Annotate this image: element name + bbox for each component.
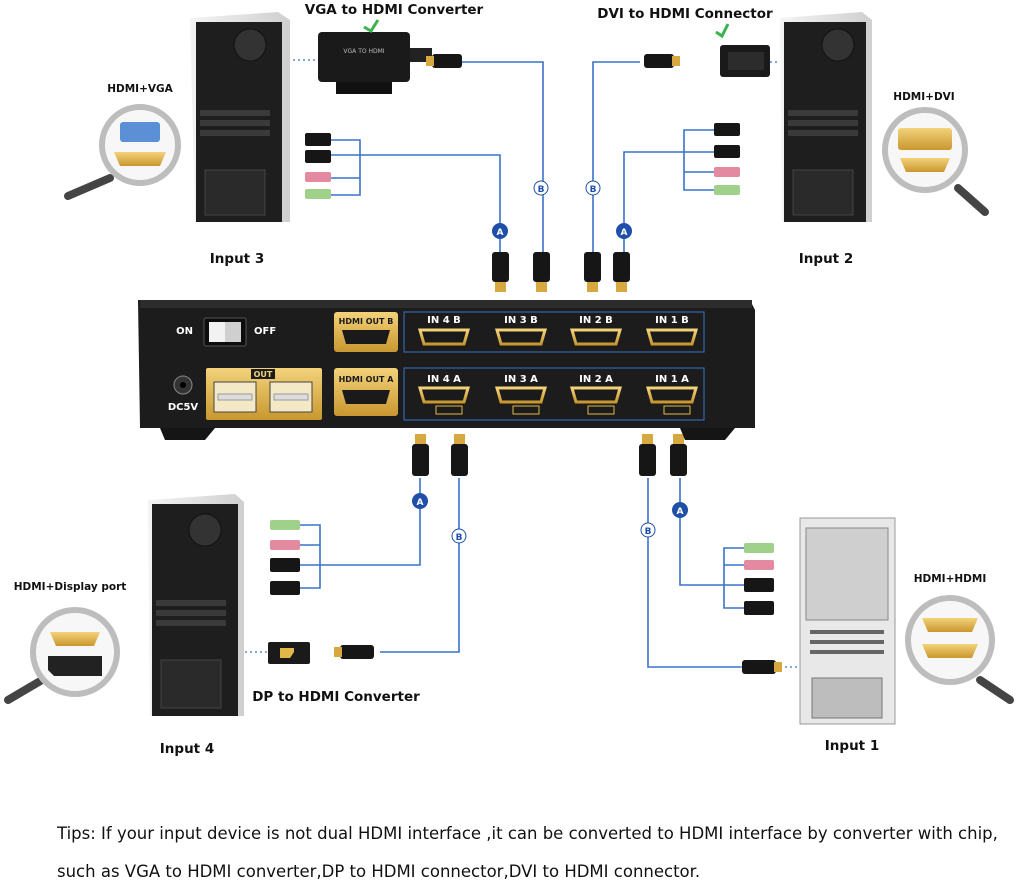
cable-input3-a (360, 154, 501, 258)
pc-tower-input4 (148, 494, 244, 716)
hdmi-dp-label: HDMI+Display port (14, 581, 127, 593)
hdmi-plug-icon (613, 252, 630, 292)
cable-input1-b (647, 478, 740, 668)
dvi-connector-label: DVI to HDMI Connector (597, 6, 773, 22)
kvm-switch: ON OFF DC5V OUT HDMI OUT B HDMI (138, 300, 755, 440)
in4b-label: IN 4 B (427, 315, 461, 326)
vga-to-hdmi-converter: VGA TO HDMI (318, 32, 432, 94)
hdmi-dvi-label: HDMI+DVI (893, 91, 954, 103)
magnifier-hdmi-dvi-icon (882, 107, 989, 216)
dp-to-hdmi-converter (268, 642, 310, 664)
in3b-label: IN 3 B (504, 315, 538, 326)
in4a-label: IN 4 A (427, 374, 461, 385)
cable-input2-a (623, 151, 684, 258)
dc-label: DC5V (168, 402, 199, 413)
in3b-port (495, 328, 547, 346)
hdmi-plug-icon (492, 252, 509, 292)
in3a-label: IN 3 A (504, 374, 538, 385)
tag-b-input3: B (533, 180, 549, 196)
in3a-port (495, 386, 547, 415)
in2b-port (570, 328, 622, 346)
hdmi-plug-icon (584, 252, 601, 292)
in2b-label: IN 2 B (579, 315, 613, 326)
tip-line-2: such as VGA to HDMI converter,DP to HDMI… (57, 862, 701, 881)
power-off-label: OFF (254, 326, 276, 337)
hdmi-plugs-top (492, 252, 630, 292)
tag-b-input4: B (451, 528, 467, 544)
in2a-label: IN 2 A (579, 374, 613, 385)
converter-hdmi-heads (334, 54, 782, 674)
in1b-port (646, 328, 698, 346)
cable-input1-a (679, 478, 724, 586)
hdmi-out-b-label: HDMI OUT B (339, 317, 394, 326)
hdmi-plugs-bottom (412, 434, 687, 476)
in1a-port (646, 386, 698, 415)
hdmi-out-a-port (334, 368, 398, 416)
pc-tower-input3 (190, 12, 290, 222)
svg-text:A: A (497, 228, 504, 238)
hdmi-plug-icon (412, 434, 429, 476)
input-a-ports (403, 367, 705, 421)
usb-out-panel (206, 368, 322, 420)
in4b-port (418, 328, 470, 346)
vga-device-text: VGA TO HDMI (343, 48, 384, 55)
hdmi-hdmi-label: HDMI+HDMI (914, 573, 987, 585)
svg-text:B: B (590, 185, 597, 195)
tip-line-1: Tips: If your input device is not dual H… (57, 824, 998, 843)
hdmi-plug-icon (639, 434, 656, 476)
tag-a-input4: A (412, 493, 428, 509)
svg-text:A: A (677, 507, 684, 517)
svg-text:A: A (621, 228, 628, 238)
cable-input4-a (320, 478, 421, 566)
dp-converter-label: DP to HDMI Converter (252, 689, 420, 705)
plug-bundle-input2 (714, 123, 740, 195)
cable-tags: A B B A A B B A (412, 180, 688, 544)
dvi-connector-arrow-icon (715, 23, 730, 39)
svg-text:B: B (538, 185, 545, 195)
hdmi-out-a-label: HDMI OUT A (339, 375, 395, 384)
in1a-label: IN 1 A (655, 374, 689, 385)
magnifier-hdmi-vga-icon (64, 104, 181, 200)
in4a-port (418, 386, 470, 415)
power-on-label: ON (176, 326, 193, 337)
tag-a-input3: A (492, 223, 508, 239)
plug-bundle-input1 (744, 543, 774, 615)
input-b-ports (403, 311, 705, 353)
svg-text:B: B (645, 527, 652, 537)
input1-label: Input 1 (825, 738, 879, 754)
pc-tower-input1 (799, 517, 896, 725)
magnifier-hdmi-displayport-icon (4, 607, 120, 704)
plug-bundle-input4 (270, 520, 300, 595)
pc-tower-input2 (780, 12, 872, 222)
hdmi-vga-label: HDMI+VGA (107, 83, 173, 95)
hdmi-plug-icon (533, 252, 550, 292)
hdmi-plug-icon (451, 434, 468, 476)
svg-text:B: B (456, 533, 463, 543)
power-switch[interactable] (203, 317, 247, 347)
tag-a-input1: A (672, 502, 688, 518)
tag-b-input1: B (640, 522, 656, 538)
input3-label: Input 3 (210, 251, 264, 267)
tag-b-input2: B (585, 180, 601, 196)
in2a-port (570, 386, 622, 415)
hdmi-out-b-port (334, 312, 398, 352)
tag-a-input2: A (616, 223, 632, 239)
plug-bundle-input3 (305, 133, 331, 199)
dvi-to-hdmi-connector (720, 45, 770, 77)
usb-out-label: OUT (254, 370, 273, 379)
dc-power-jack (173, 375, 193, 395)
vga-converter-arrow-icon (363, 19, 380, 34)
input2-label: Input 2 (799, 251, 853, 267)
input4-label: Input 4 (160, 741, 214, 757)
svg-text:A: A (417, 498, 424, 508)
in1b-label: IN 1 B (655, 315, 689, 326)
magnifier-hdmi-hdmi-icon (905, 595, 1014, 704)
hdmi-plug-icon (670, 434, 687, 476)
vga-converter-label: VGA to HDMI Converter (305, 2, 484, 18)
